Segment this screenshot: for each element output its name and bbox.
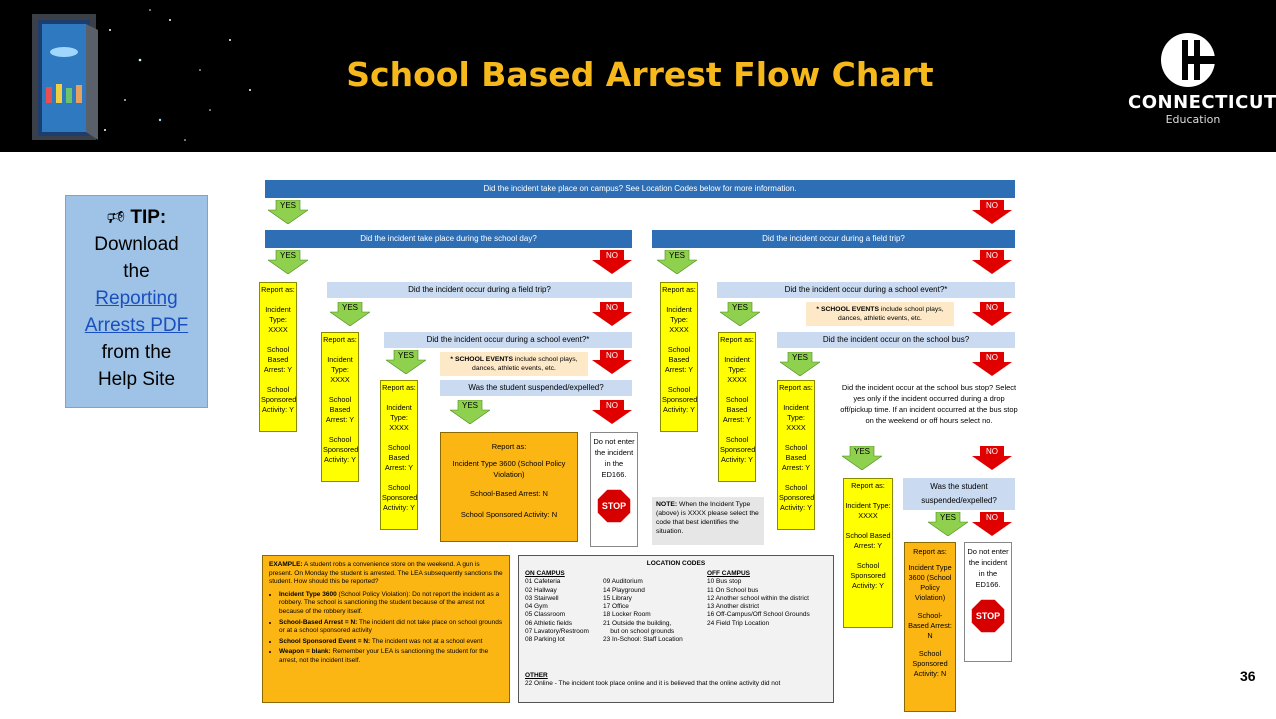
do-not-enter-box: Do not enter the incident in the ED166. … bbox=[964, 542, 1012, 662]
no-arrow: NO bbox=[972, 446, 1012, 470]
question-school-event-right: Did the incident occur during a school e… bbox=[717, 282, 1015, 298]
yes-arrow: YES bbox=[656, 249, 698, 275]
report-box: Report as: Incident Type: XXXX School Ba… bbox=[259, 282, 297, 432]
school-events-note: * SCHOOL EVENTS include school plays, da… bbox=[806, 302, 954, 326]
no-arrow: NO bbox=[592, 400, 632, 424]
policy-violation-report-box: Report as: Incident Type 3600 (School Po… bbox=[440, 432, 578, 542]
yes-arrow: YES bbox=[267, 199, 309, 225]
yes-arrow: YES bbox=[449, 399, 491, 425]
tip-line: the bbox=[123, 261, 150, 282]
logo-wordmark: CONNECTICUT bbox=[1128, 92, 1276, 113]
question-school-bus: Did the incident occur on the school bus… bbox=[777, 332, 1015, 348]
location-codes-title: LOCATION CODES bbox=[646, 560, 706, 567]
logo-subtitle: Education bbox=[1165, 113, 1221, 126]
report-box: Report as: Incident Type: XXXX School Ba… bbox=[660, 282, 698, 432]
megaphone-icon: 🕫 bbox=[106, 207, 126, 228]
stop-sign-icon: STOP bbox=[596, 488, 632, 524]
question-suspended-left: Was the student suspended/expelled? bbox=[440, 380, 632, 396]
yes-arrow: YES bbox=[927, 511, 969, 537]
example-list: Incident Type 3600 (School Policy Violat… bbox=[279, 591, 503, 666]
report-box: Report as: Incident Type: XXXX School Ba… bbox=[380, 380, 418, 530]
tip-line: Help Site bbox=[97, 369, 176, 390]
starfield-graphic bbox=[104, 9, 251, 141]
yes-arrow: YES bbox=[779, 351, 821, 377]
question-suspended-right: Was the student suspended/expelled? bbox=[903, 478, 1015, 510]
yes-arrow: YES bbox=[719, 301, 761, 327]
connecticut-logo-icon bbox=[1161, 33, 1215, 87]
policy-violation-report-box: Report as: Incident Type 3600 (School Po… bbox=[904, 542, 956, 712]
tip-line: from the bbox=[101, 342, 172, 363]
list-item: School Sponsored Event = N: The incident… bbox=[279, 638, 503, 647]
header-banner: School Based Arrest Flow Chart CONNECTIC… bbox=[0, 0, 1276, 152]
list-item: School-Based Arrest = N: The incident di… bbox=[279, 619, 503, 636]
report-box: Report as: Incident Type: XXXX School Ba… bbox=[718, 332, 756, 482]
tip-line: Download bbox=[94, 234, 179, 255]
no-arrow: NO bbox=[592, 250, 632, 274]
svg-text:STOP: STOP bbox=[976, 611, 1000, 621]
yes-arrow: YES bbox=[841, 445, 883, 471]
xxxx-note: NOTE: When the Incident Type (above) is … bbox=[652, 497, 764, 545]
school-events-note: * SCHOOL EVENTS include school plays, da… bbox=[440, 352, 588, 376]
yes-arrow: YES bbox=[267, 249, 309, 275]
no-arrow: NO bbox=[972, 250, 1012, 274]
no-arrow: NO bbox=[972, 352, 1012, 376]
question-school-event-left: Did the incident occur during a school e… bbox=[384, 332, 632, 348]
slide-number: 36 bbox=[1240, 668, 1256, 684]
question-campus: Did the incident take place on campus? S… bbox=[265, 180, 1015, 198]
list-item: Weapon = blank: Remember your LEA is san… bbox=[279, 648, 503, 665]
do-not-enter-box: Do not enter the incident in the ED166. … bbox=[590, 432, 638, 547]
svg-text:STOP: STOP bbox=[602, 501, 626, 511]
question-school-day: Did the incident take place during the s… bbox=[265, 230, 632, 248]
no-arrow: NO bbox=[592, 350, 632, 374]
report-box: Report as: Incident Type: XXXX School Ba… bbox=[321, 332, 359, 482]
question-field-trip-left: Did the incident occur during a field tr… bbox=[327, 282, 632, 298]
no-arrow: NO bbox=[972, 200, 1012, 224]
tip-heading: 🕫 TIP: bbox=[66, 204, 207, 231]
door-graphic bbox=[32, 14, 98, 140]
list-item: Incident Type 3600 (School Policy Violat… bbox=[279, 591, 503, 617]
page-title: School Based Arrest Flow Chart bbox=[346, 55, 934, 94]
other-section: OTHER 22 Online - The incident took plac… bbox=[525, 672, 781, 688]
stop-sign-icon: STOP bbox=[970, 598, 1006, 634]
example-box: EXAMPLE: A student robs a convenience st… bbox=[262, 555, 510, 703]
yes-arrow: YES bbox=[329, 301, 371, 327]
question-field-trip-right: Did the incident occur during a field tr… bbox=[652, 230, 1015, 248]
report-box: Report as: Incident Type: XXXX School Ba… bbox=[843, 478, 893, 628]
no-arrow: NO bbox=[592, 302, 632, 326]
tip-box: 🕫 TIP: Download the Reporting Arrests PD… bbox=[65, 195, 208, 408]
report-box: Report as: Incident Type: XXXX School Ba… bbox=[777, 380, 815, 530]
yes-arrow: YES bbox=[385, 349, 427, 375]
reporting-arrests-pdf-link[interactable]: Reporting Arrests PDF bbox=[84, 288, 189, 336]
question-bus-stop: Did the incident occur at the school bus… bbox=[840, 383, 1018, 425]
no-arrow: NO bbox=[972, 512, 1012, 536]
tip-label: TIP: bbox=[130, 207, 167, 228]
no-arrow: NO bbox=[972, 302, 1012, 326]
